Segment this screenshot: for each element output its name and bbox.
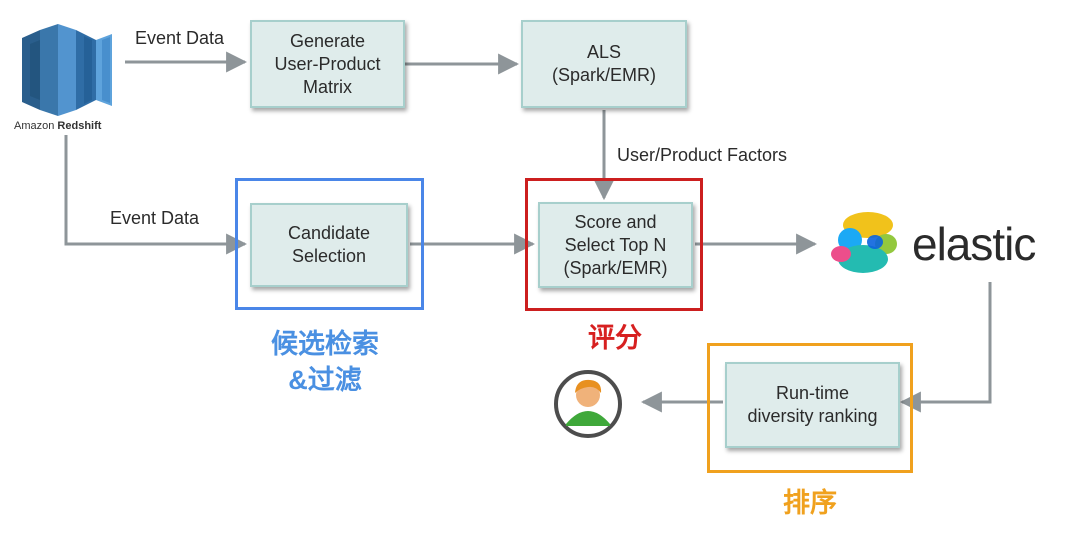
candidate-highlight-frame	[235, 178, 424, 310]
redshift-name: Redshift	[57, 120, 102, 132]
connectors	[64, 51, 992, 413]
score-highlight-frame	[525, 178, 703, 311]
edge-label-factors: User/Product Factors	[617, 145, 788, 165]
node-generate-matrix: Generate User-Product Matrix	[250, 20, 405, 108]
user-avatar-icon	[554, 370, 622, 438]
arrow-elastic-to-ranking	[899, 282, 992, 413]
ranking-highlight-frame	[707, 343, 913, 473]
amazon-redshift-icon	[22, 24, 112, 116]
edge-label-event-data-bottom: Event Data	[110, 208, 200, 228]
redshift-prefix: Amazon	[14, 120, 55, 132]
node-score-select: Score and Select Top N (Spark/EMR)	[538, 202, 693, 288]
annotation-candidate: 候选检索 &过滤	[271, 329, 379, 395]
elastic-logo-icon	[831, 212, 897, 273]
node-diversity-ranking: Run-time diversity ranking	[725, 362, 900, 448]
annotation-scoring: 评分	[588, 323, 642, 353]
node-als: ALS (Spark/EMR)	[521, 20, 687, 108]
elastic-wordmark: elastic	[912, 218, 1036, 270]
node-candidate-selection: Candidate Selection	[250, 203, 408, 287]
redshift-caption: Amazon Redshift	[14, 120, 101, 132]
edge-label-event-data-top: Event Data	[135, 28, 225, 48]
arrow-redshift-to-candidate	[64, 135, 248, 255]
annotation-ranking: 排序	[783, 488, 837, 518]
